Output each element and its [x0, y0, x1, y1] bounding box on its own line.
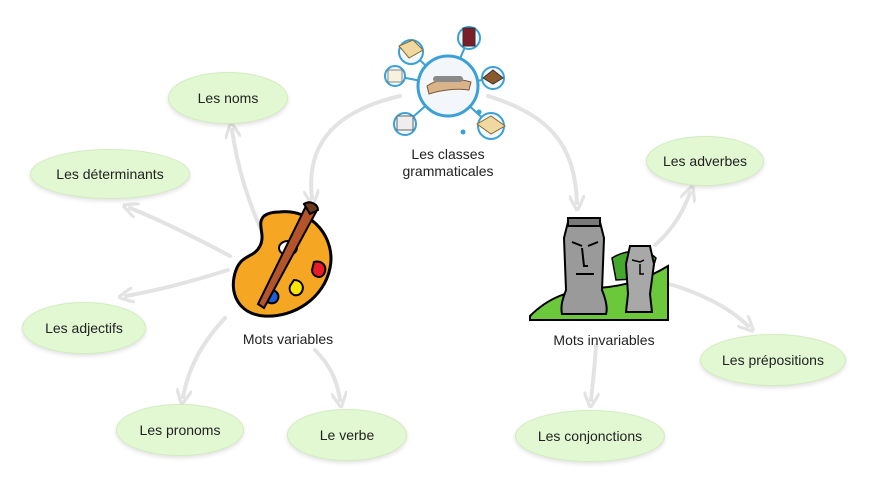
connector-pronoms [183, 316, 227, 397]
palette-icon [231, 201, 333, 318]
connector-determinants [130, 208, 232, 258]
statues-icon [529, 217, 669, 321]
book-hub-icon [384, 26, 506, 140]
root-label-line2: grammaticales [402, 163, 494, 179]
connector-adverbes [653, 193, 690, 247]
root-label: Les classes grammaticales [392, 146, 504, 180]
connector-noms [232, 130, 264, 234]
variables-label: Mots variables [242, 331, 334, 347]
node-les-conjonctions[interactable]: Les conjonctions [515, 410, 665, 462]
node-les-adverbes[interactable]: Les adverbes [646, 136, 764, 186]
invariables-label: Mots invariables [553, 332, 655, 348]
connector-root-invariables [486, 94, 577, 203]
root-label-line1: Les classes [411, 146, 485, 162]
connector-conjonctions [591, 343, 596, 400]
connector-prepositions [660, 280, 748, 326]
connector-root-variables [311, 94, 402, 198]
node-les-noms[interactable]: Les noms [168, 72, 288, 124]
node-les-determinants[interactable]: Les déterminants [30, 149, 190, 199]
node-le-verbe[interactable]: Le verbe [287, 409, 407, 461]
node-les-pronoms[interactable]: Les pronoms [116, 404, 244, 456]
connector-verbe [313, 348, 340, 400]
node-les-prepositions[interactable]: Les prépositions [700, 334, 846, 386]
node-les-adjectifs[interactable]: Les adjectifs [22, 302, 146, 354]
connector-adjectifs [126, 268, 230, 296]
